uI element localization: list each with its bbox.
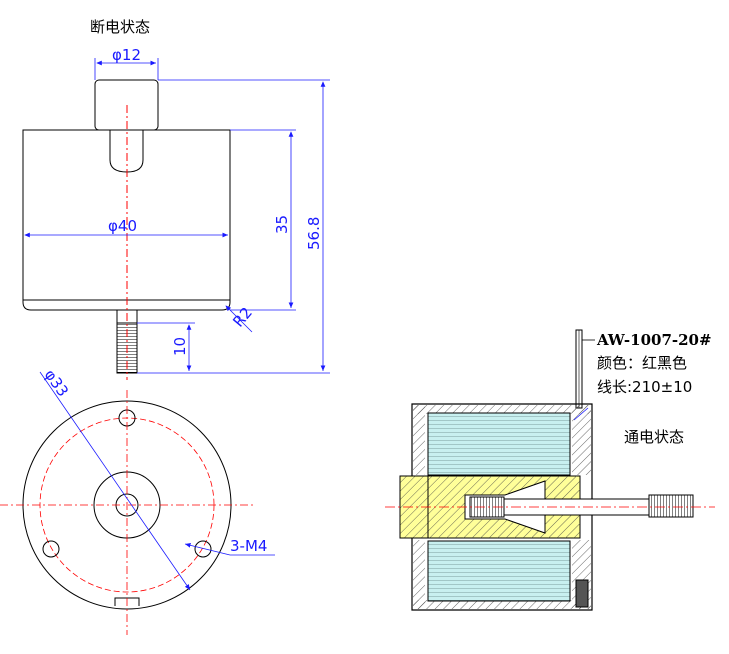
dim-radius-leader: [225, 305, 253, 333]
state-off-label: 断电状态: [90, 18, 150, 36]
dim-body-diameter: φ40: [108, 217, 137, 235]
rod-thread-outer: [648, 494, 694, 518]
dim-line-bolt-circle: [39, 371, 191, 591]
wire-color-label: 颜色：红黑色: [597, 354, 687, 372]
dim-total-height: 56.8: [305, 217, 323, 250]
housing-outline: [411, 403, 593, 611]
side-view: 断电状态 φ12 φ40 35 56.8 R2: [22, 18, 330, 380]
dim-shaft-diameter: φ12: [112, 46, 141, 64]
dim-body-height: 35: [273, 215, 291, 234]
coil-top: [427, 412, 571, 476]
bottom-view: φ33 3-M4: [0, 366, 275, 635]
mount-hole-left: [42, 540, 60, 558]
mount-hole-right: [194, 540, 212, 558]
coil-bottom: [427, 540, 571, 602]
section-view: AW-1007-20# 颜色：红黑色 线长:210±10 通电状态: [385, 329, 715, 611]
dim-thread-length: 10: [171, 337, 189, 356]
state-on-label: 通电状态: [624, 428, 684, 446]
terminal-block: [575, 579, 589, 608]
holes-leader: [184, 542, 231, 556]
wire-length-label: 线长:210±10: [597, 378, 692, 396]
dim-radius: R2: [229, 304, 256, 331]
dim-bolt-circle: φ33: [41, 366, 72, 400]
housing-top-wall: [413, 405, 591, 414]
housing-bottom-wall: [413, 600, 591, 609]
housing-left-wall-bottom: [413, 540, 425, 609]
dim-holes: 3-M4: [230, 537, 267, 555]
housing-right-wall-top: [572, 405, 591, 475]
wire-model-label: AW-1007-20#: [596, 331, 712, 349]
body-outline: [22, 129, 231, 311]
housing-left-wall-top: [413, 405, 425, 475]
wire-leader: [573, 407, 589, 421]
